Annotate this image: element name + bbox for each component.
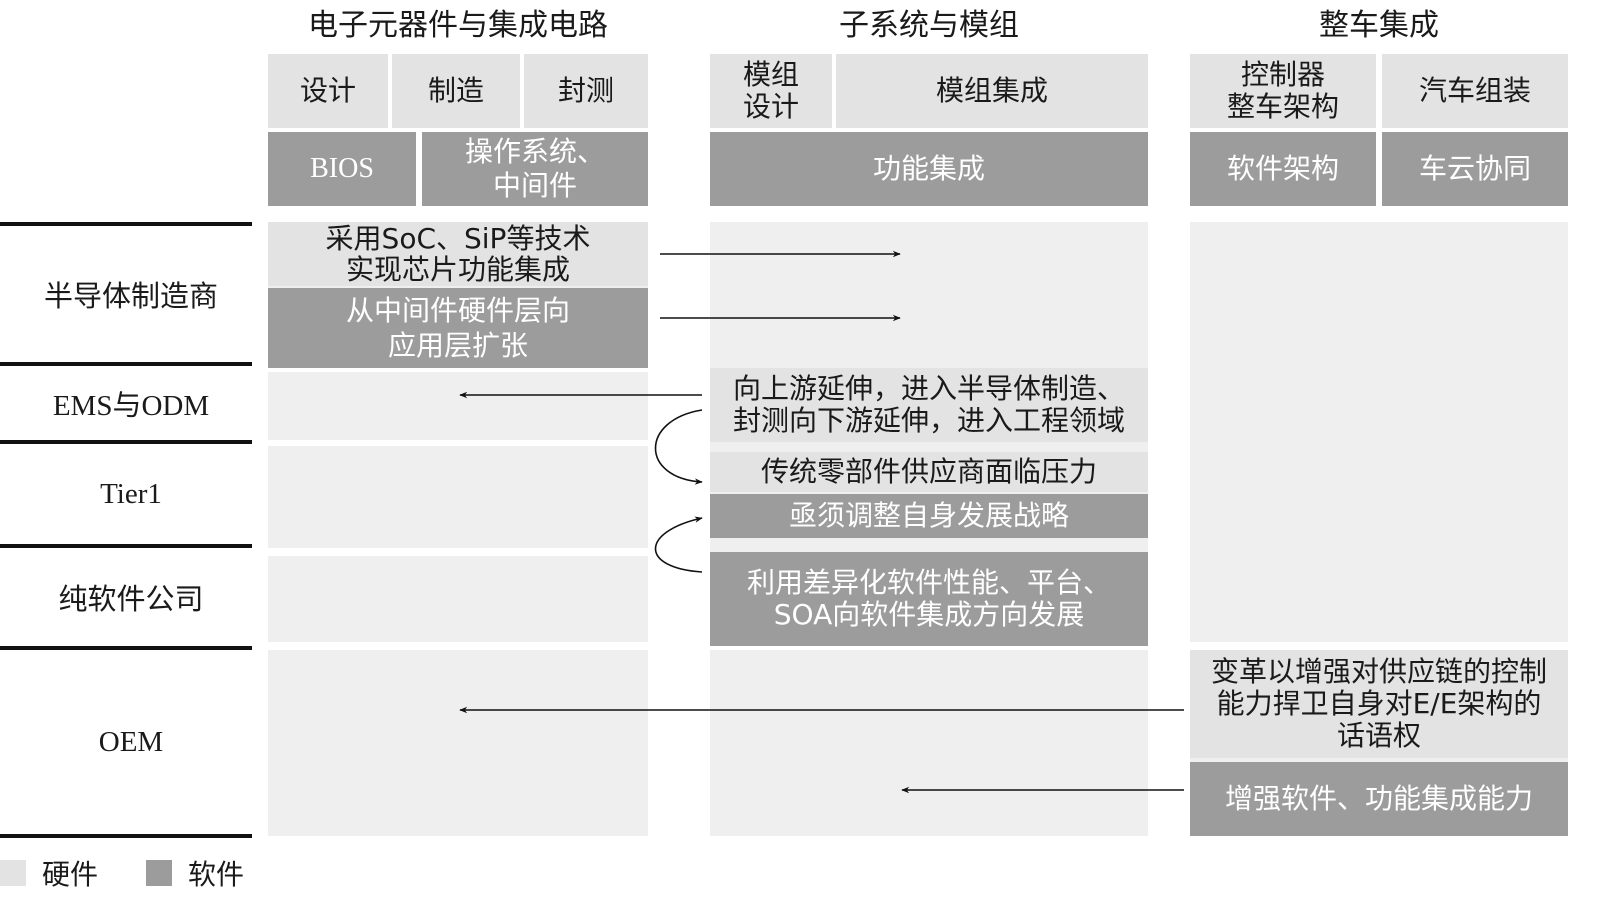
row-separator-1 — [0, 362, 252, 366]
column-title-components: 电子元器件与集成电路 — [308, 8, 608, 43]
note-tier1-software: 亟须调整自身发展战略 — [710, 494, 1148, 538]
gap-components-3 — [268, 548, 648, 556]
row-separator-0 — [0, 222, 252, 226]
header-controller-architecture: 控制器 整车架构 — [1190, 54, 1376, 128]
note-ems-hardware: 向上游延伸，进入半导体制造、 封测向下游延伸，进入工程领域 — [710, 368, 1148, 442]
header-packaging-test: 封测 — [524, 54, 648, 128]
legend-swatch-hardware — [0, 860, 26, 886]
note-oem-hardware: 变革以增强对供应链的控制 能力捍卫自身对E/E架构的 话语权 — [1190, 650, 1568, 758]
header-os-middleware: 操作系统、 中间件 — [422, 132, 648, 206]
note-oem-software: 增强软件、功能集成能力 — [1190, 762, 1568, 836]
note-tier1-hardware: 传统零部件供应商面临压力 — [710, 452, 1148, 492]
header-software-architecture: 软件架构 — [1190, 132, 1376, 206]
row-label-semiconductor: 半导体制造商 — [43, 279, 218, 313]
header-bios: BIOS — [268, 132, 416, 206]
note-semiconductor-hardware: 采用SoC、SiP等技术 实现芯片功能集成 — [268, 222, 648, 286]
header-vehicle-cloud: 车云协同 — [1382, 132, 1568, 206]
row-separator-2 — [0, 440, 252, 444]
header-function-integration: 功能集成 — [710, 132, 1148, 206]
gap-components-1 — [268, 368, 648, 372]
legend-swatch-software — [146, 860, 172, 886]
header-module-integration: 模组集成 — [836, 54, 1148, 128]
note-pure-software: 利用差异化软件性能、平台、 SOA向软件集成方向发展 — [710, 552, 1148, 646]
row-separator-3 — [0, 544, 252, 548]
header-design: 设计 — [268, 54, 388, 128]
row-label-tier1: Tier1 — [100, 477, 162, 510]
header-vehicle-assembly: 汽车组装 — [1382, 54, 1568, 128]
header-manufacture: 制造 — [392, 54, 520, 128]
row-label-ems-odm: EMS与ODM — [52, 390, 210, 422]
row-label-pure-software: 纯软件公司 — [58, 582, 204, 616]
row-separator-4 — [0, 646, 252, 650]
column-title-vehicle-integration: 整车集成 — [1319, 8, 1439, 43]
row-label-oem: OEM — [98, 725, 164, 758]
arrow-curve-software-to-tier1 — [654, 516, 703, 573]
column-title-subsystems: 子系统与模组 — [839, 8, 1019, 43]
legend-label-hardware: 硬件 — [42, 858, 99, 891]
gap-subsystems-1 — [710, 642, 1148, 650]
gap-components-2 — [268, 440, 648, 446]
gap-components-4 — [268, 642, 648, 650]
note-semiconductor-software: 从中间件硬件层向 应用层扩张 — [268, 288, 648, 368]
row-separator-5 — [0, 834, 252, 838]
legend-label-software: 软件 — [188, 858, 245, 891]
gap-vehicle-1 — [1190, 642, 1568, 650]
header-module-design: 模组 设计 — [710, 54, 832, 128]
arrow-curve-ems-to-tier1 — [654, 409, 703, 485]
